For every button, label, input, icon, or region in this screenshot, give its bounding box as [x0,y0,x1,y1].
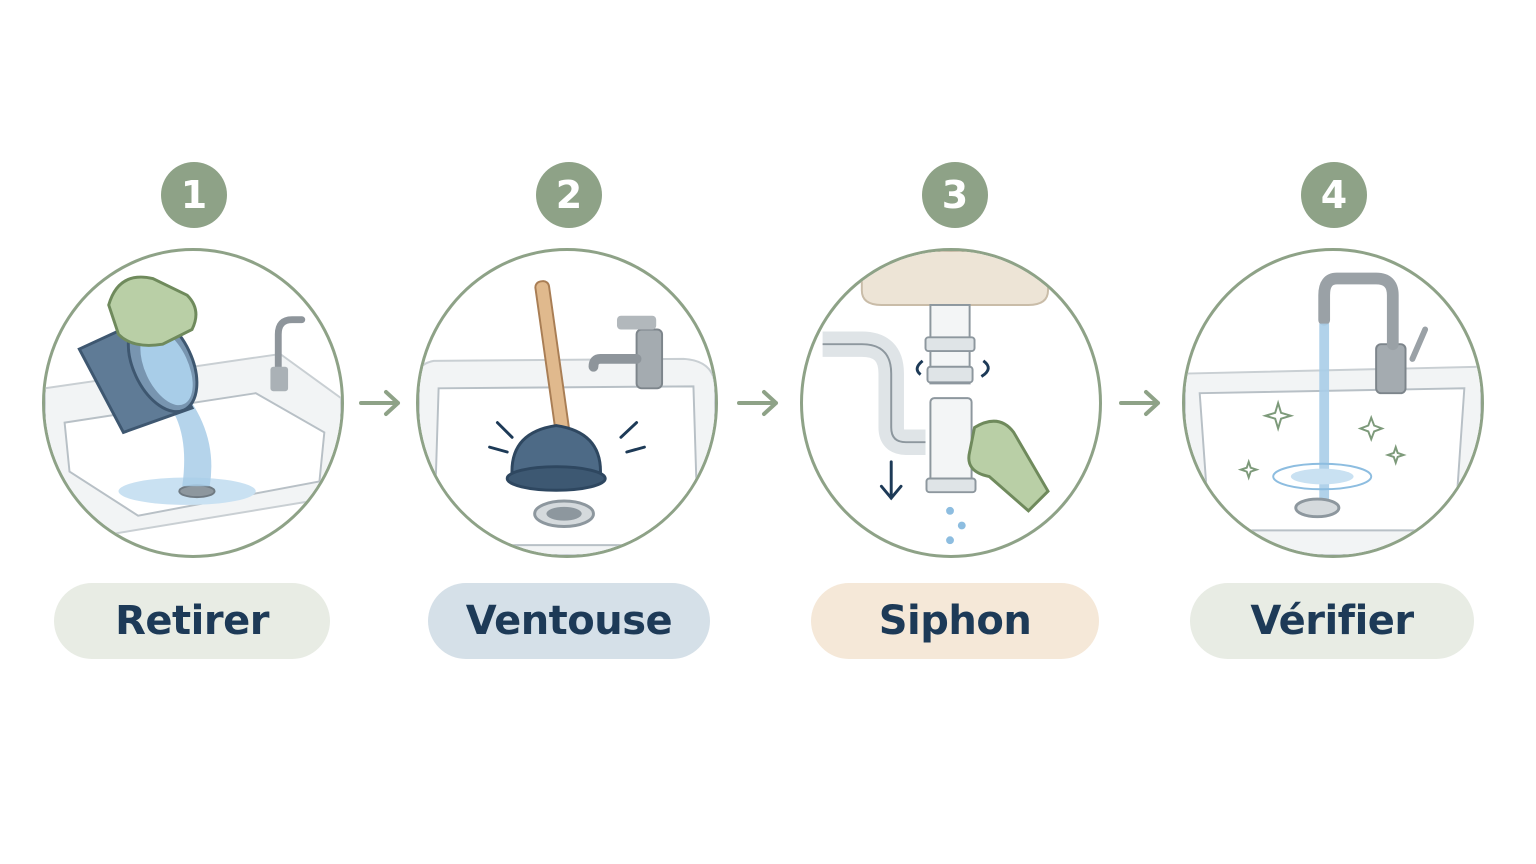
step-number-badge: 4 [1301,162,1367,228]
step-1: 1 Retirer [40,0,360,864]
step-number-badge: 1 [161,162,227,228]
running-faucet-icon [1185,272,1481,555]
bucket-pouring-water-icon [45,275,341,537]
step-label-pill: Siphon [811,583,1099,659]
step-label-pill: Retirer [54,583,330,659]
arrow-right-icon [737,390,778,416]
step-3: 3 Siphon [800,0,1120,864]
step-4: 4 Vérifier [1180,0,1500,864]
arrow-right-icon [1119,390,1160,416]
step-label: Vérifier [1250,598,1414,644]
illustration-siphon [800,248,1102,558]
siphon-trap-icon [822,251,1050,545]
illustration-verifier [1182,248,1484,558]
step-label: Ventouse [465,598,673,644]
step-2: 2 Ventouse [416,0,736,864]
illustration-ventouse [416,248,718,558]
plunger-icon [419,280,715,555]
step-number-badge: 2 [536,162,602,228]
step-label-pill: Vérifier [1190,583,1474,659]
step-number-badge: 3 [922,162,988,228]
step-label-pill: Ventouse [428,583,710,659]
step-label: Retirer [115,598,269,644]
step-label: Siphon [878,598,1032,644]
arrow-right-icon [359,390,400,416]
illustration-retirer [42,248,344,558]
